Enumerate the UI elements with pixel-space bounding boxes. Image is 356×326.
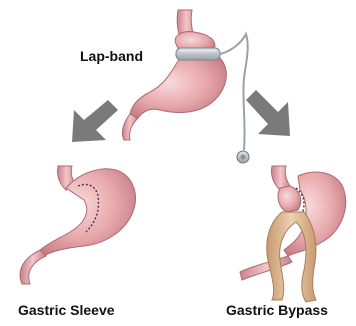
arrow-to-sleeve-icon — [72, 100, 118, 142]
gastric-band — [176, 48, 220, 60]
lap-band-stomach-body — [130, 58, 226, 118]
sleeve-intestine — [20, 250, 46, 284]
lap-band-duodenum — [122, 114, 138, 140]
gastric-sleeve-label: Gastric Sleeve — [18, 302, 115, 318]
bypass-roux-limb — [267, 212, 316, 302]
gastric-bypass-stomach — [240, 166, 346, 302]
sleeve-stomach-body — [40, 169, 135, 256]
gastric-bypass-label: Gastric Bypass — [226, 302, 328, 318]
gastric-sleeve-stomach — [20, 166, 135, 284]
band-tube — [220, 34, 248, 150]
arrow-to-bypass-icon — [246, 90, 290, 136]
bypass-duodenum — [240, 256, 292, 280]
bypass-pouch — [278, 186, 301, 212]
lap-band-label: Lap-band — [80, 48, 143, 64]
lap-band-stomach — [122, 10, 249, 163]
